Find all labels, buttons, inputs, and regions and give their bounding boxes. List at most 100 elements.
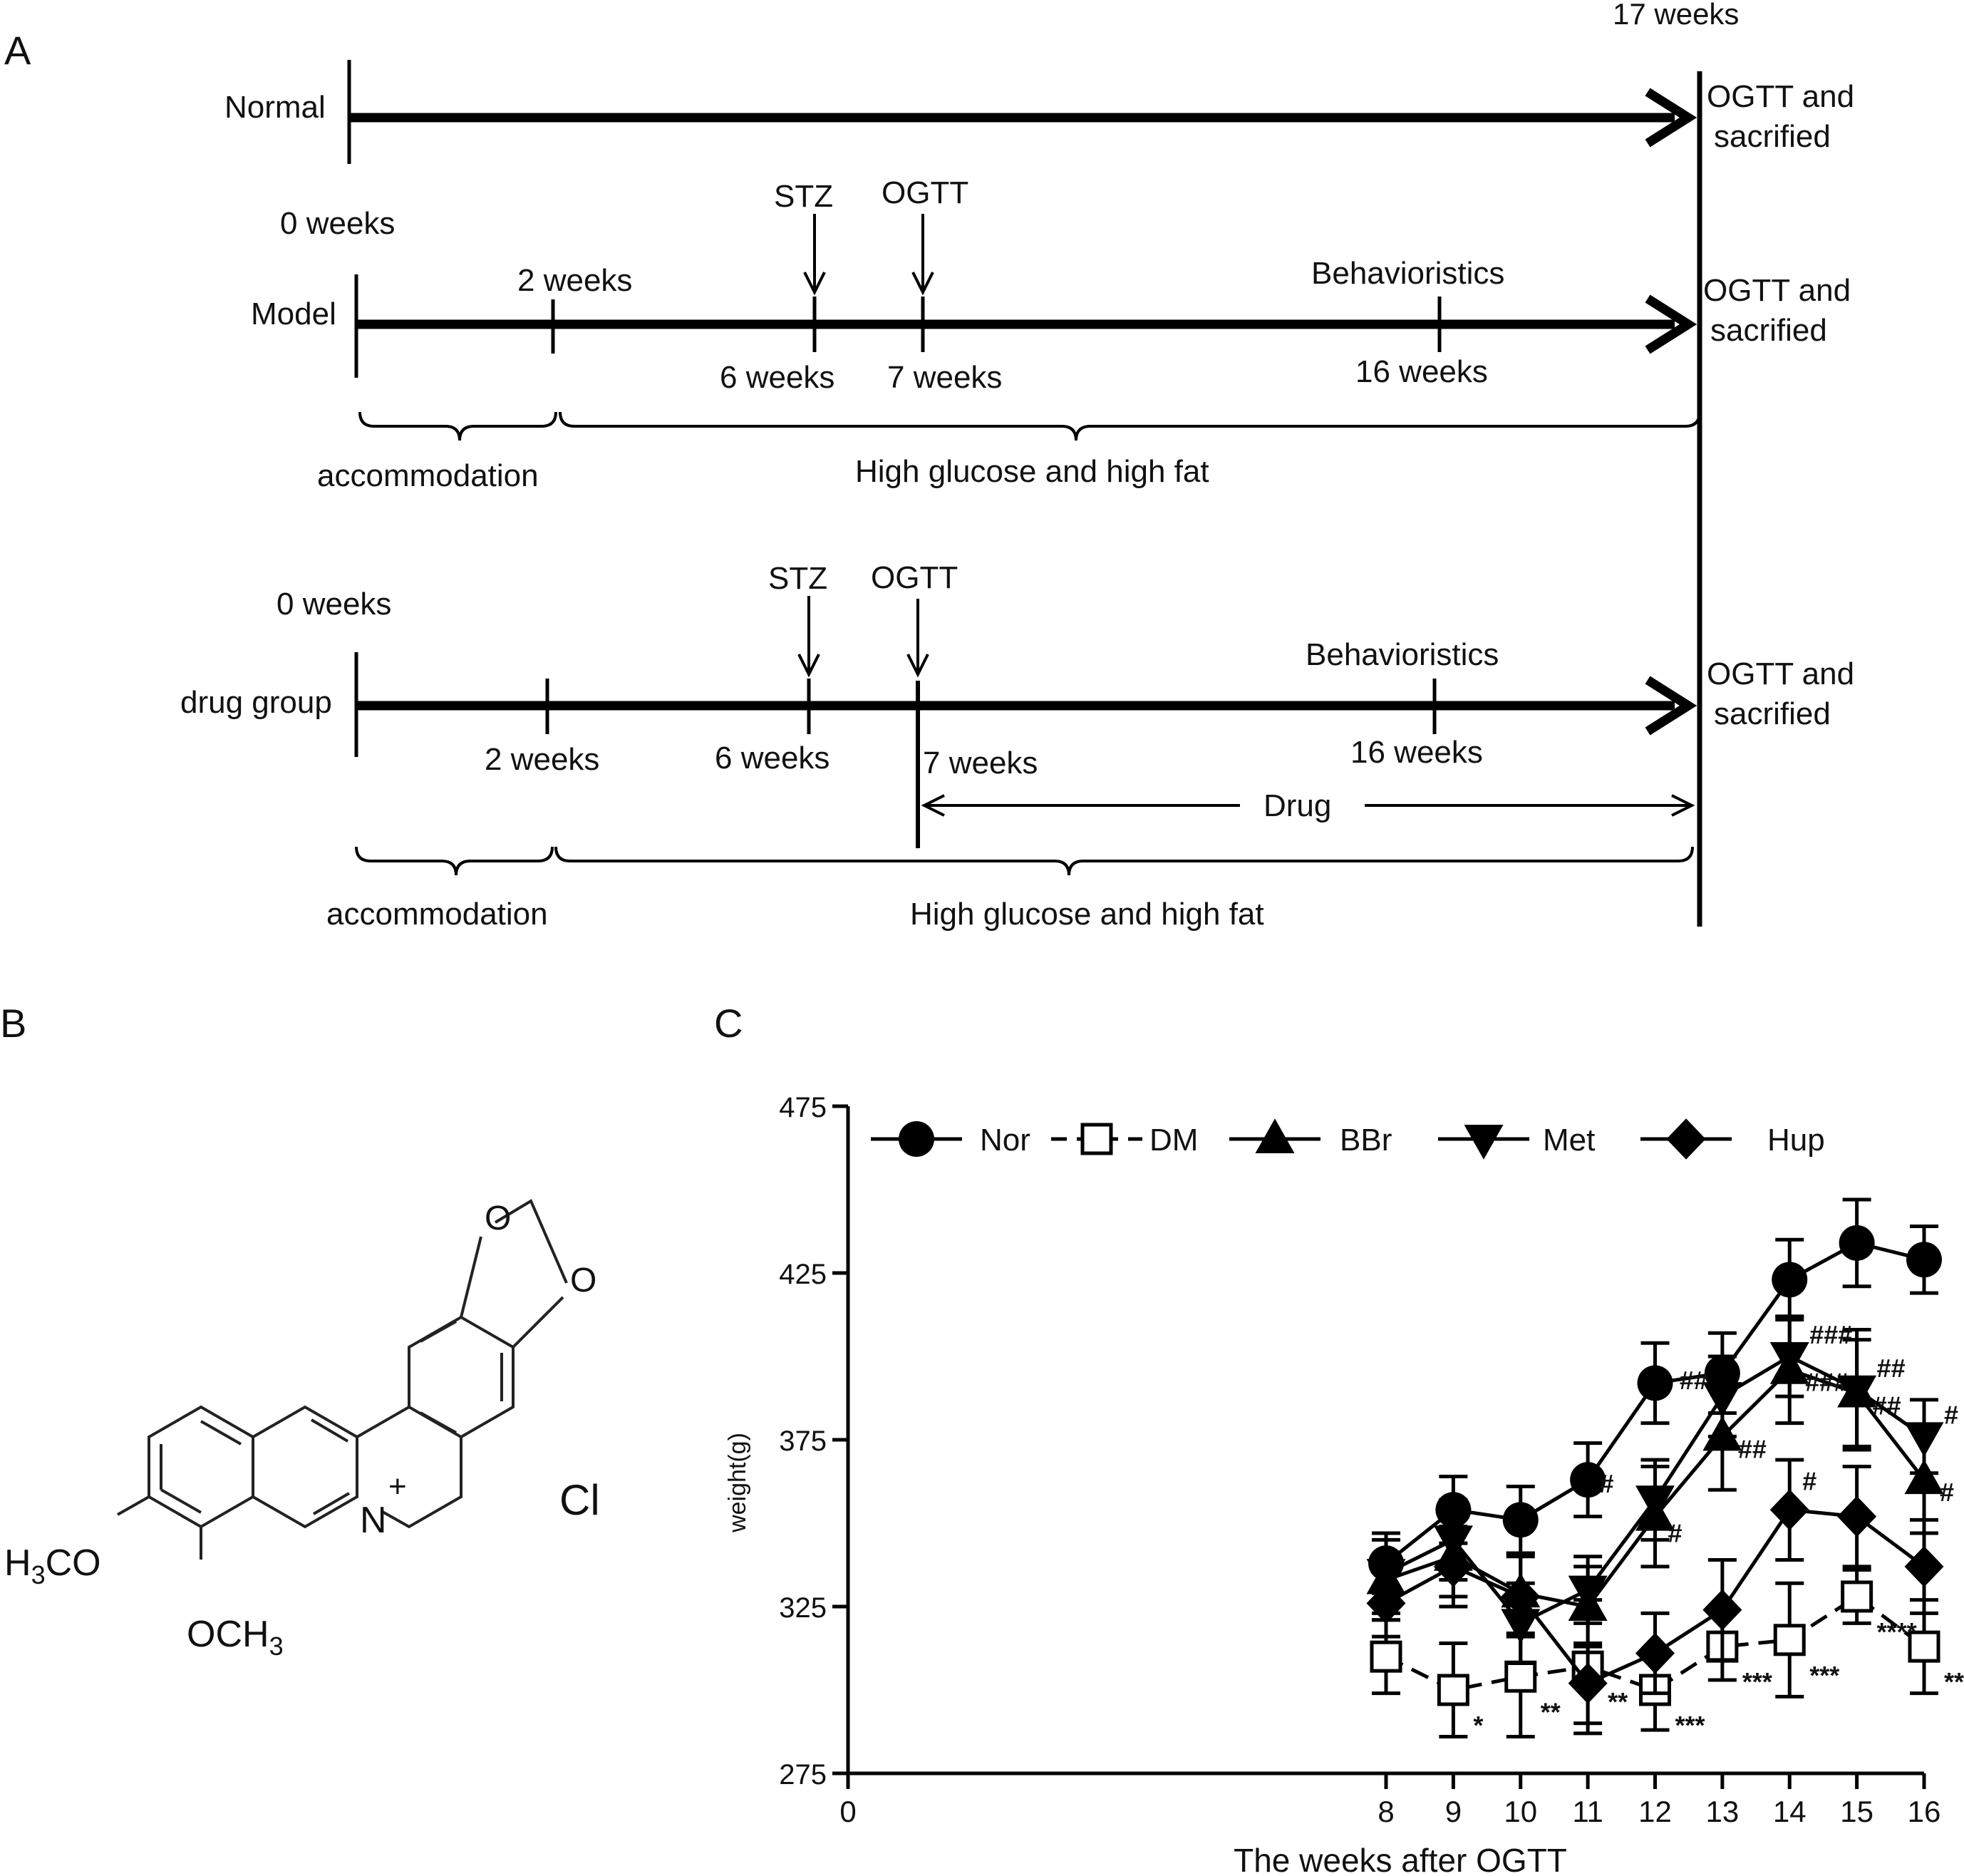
legend-label: DM [1149,1123,1198,1158]
data-point [1366,1582,1406,1624]
data-point [1637,1365,1673,1401]
legend-label: Nor [980,1123,1030,1158]
significance-label: **** [1877,1617,1917,1646]
data-point [1904,1422,1944,1458]
data-point [1370,1640,1402,1673]
end-text-1: OGTT and [1707,79,1854,114]
data-point [1433,1546,1473,1587]
x-tick-label: 0 [839,1795,856,1828]
methoxy-left: H3CO [4,1542,101,1589]
row-drug: 0 weeks drug group 2 weeks 6 weeks STZ 7… [180,560,1854,932]
row-model: 0 weeks Model 2 weeks 6 weeks STZ 7 week… [251,175,1851,493]
significance-label: # [1940,1478,1954,1507]
end-text-2: sacrified [1714,119,1831,154]
label-behavioristics: Behavioristics [1311,256,1504,291]
x-tick-label: 12 [1638,1795,1672,1828]
data-point [1837,1375,1877,1411]
legend-label: BBr [1340,1123,1392,1158]
x-tick-label: 10 [1504,1795,1537,1828]
plot-area: **********************##################… [1366,1197,1964,1740]
label-ogtt: OGTT [871,560,958,595]
panel-label-a: A [4,28,31,73]
legend-item-nor: Nor [871,1121,1030,1158]
x-tick-label: 8 [1378,1795,1394,1828]
start-weeks: 0 weeks [276,587,391,622]
atom-charge: + [388,1469,407,1504]
data-point [1702,1589,1742,1631]
panel-b: B O O N + Cl H3CO OCH3 [0,1001,600,1661]
significance-label: # [1802,1466,1816,1495]
significance-label: *** [1742,1667,1772,1696]
significance-label: ## [1738,1434,1767,1463]
legend-marker [899,1121,934,1157]
label-accommodation: accommodation [326,897,548,932]
x-tick-label: 13 [1706,1795,1740,1828]
data-point [1769,1489,1809,1531]
atom-n: N [360,1500,387,1541]
x-tick-label: 11 [1572,1795,1603,1828]
row-label-model: Model [251,297,336,331]
significance-label: ### [1809,1320,1852,1349]
label-2w: 2 weeks [517,263,632,298]
data-point [1841,1580,1873,1613]
atom-o2: O [570,1262,596,1299]
data-point [1568,1662,1608,1704]
legend-item-bbr: BBr [1229,1118,1392,1158]
data-point [1635,1632,1675,1674]
atom-cl: Cl [559,1476,600,1524]
label-diet: High glucose and high fat [855,454,1209,489]
y-tick-label: 425 [779,1259,827,1290]
data-point [1837,1495,1877,1537]
significance-label: * [1473,1711,1483,1740]
structure-bonds [117,1199,568,1560]
significance-label: # [1668,1519,1683,1548]
x-tick-label: 15 [1840,1795,1873,1828]
data-point [1904,1459,1944,1495]
methoxy-bottom: OCH3 [187,1614,284,1661]
start-weeks: 0 weeks [280,206,395,241]
significance-label: ** [1608,1687,1628,1716]
brace-diet [559,411,1701,441]
label-stz: STZ [768,561,827,596]
data-point [1906,1242,1942,1278]
y-tick-label: 275 [779,1759,827,1790]
legend-item-hup: Hup [1640,1118,1825,1160]
legend-item-dm: DM [1051,1123,1198,1158]
arrow-head [1645,294,1697,354]
y-tick-label: 475 [779,1092,827,1123]
atom-o1: O [485,1200,511,1237]
label-accommodation: accommodation [317,458,539,493]
series-met: ######### [1366,1314,1958,1666]
data-point [1908,1630,1940,1663]
label-7w: 7 weeks [923,746,1038,780]
label-6w: 6 weeks [720,360,834,395]
significance-label: **** [1944,1667,1964,1696]
label-2w: 2 weeks [485,742,599,777]
significance-label: ** [1541,1697,1561,1726]
x-axis-label: The weeks after OGTT [1234,1842,1567,1876]
panel-label-b: B [0,1001,26,1046]
brace-accommodation [355,846,554,876]
label-7w: 7 weeks [887,360,1002,395]
series-line [1385,1594,1926,1692]
legend-marker [1255,1118,1295,1153]
data-point [1772,1262,1808,1298]
x-tick-label: 9 [1445,1795,1462,1828]
y-tick-label: 325 [779,1592,827,1624]
label-16w: 16 weeks [1350,735,1483,770]
legend-label: Met [1543,1123,1595,1158]
arrow-head [1645,88,1697,148]
significance-label: *** [1675,1711,1705,1740]
brace-diet [554,846,1694,876]
weight-chart: weight(g) The weeks after OGTT 275325375… [724,1092,1964,1876]
legend: Nor DM BBr Met Hup [871,1118,1825,1160]
legend-label: Hup [1767,1123,1825,1158]
data-point [1702,1382,1742,1417]
brace-accommodation [358,411,557,441]
label-ogtt: OGTT [882,175,968,210]
significance-label: *** [1809,1661,1839,1690]
data-point [1437,1674,1469,1706]
x-tick-label: 14 [1773,1795,1807,1828]
arrow-head [1645,676,1697,736]
